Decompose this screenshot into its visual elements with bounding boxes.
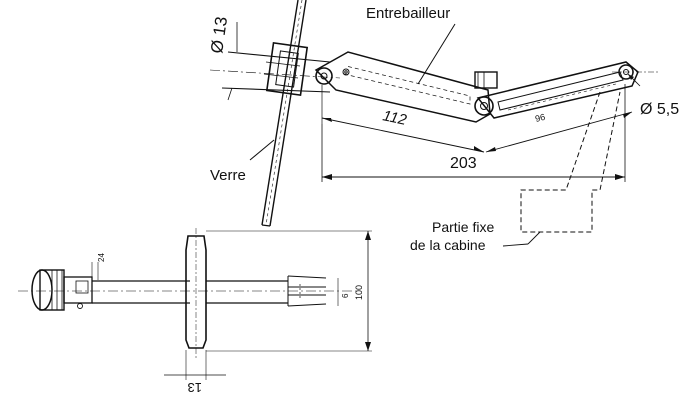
dim-diam-13: Ø 13 [207, 15, 231, 54]
glass-pane [261, 0, 307, 227]
dim-203: 203 [450, 155, 477, 172]
dimension-112 [321, 85, 485, 153]
dimension-96 [485, 111, 633, 153]
hinge-middle [474, 71, 498, 89]
dim-100: 100 [354, 285, 364, 300]
label-entrebailleur: Entrebailleur [366, 5, 450, 22]
spigot-13 [209, 22, 341, 101]
cabin-fixed-part [520, 91, 621, 233]
arm-2 [476, 61, 639, 119]
dim-diam-5-5: Ø 5,5 [640, 101, 679, 118]
side-view [18, 228, 372, 380]
dim-112: 112 [381, 107, 409, 129]
pivot-glass [315, 67, 333, 85]
dim-6: 6 [341, 293, 350, 298]
label-partie-fixe-1: Partie fixe [432, 219, 494, 235]
dim-96: 96 [534, 112, 546, 124]
label-partie-fixe-2: de la cabine [410, 237, 486, 253]
glass-clamp [263, 41, 309, 97]
dimension-203 [321, 84, 626, 182]
label-verre: Verre [210, 167, 246, 184]
dim-13: 13 [188, 380, 202, 395]
dim-24: 24 [97, 253, 106, 262]
